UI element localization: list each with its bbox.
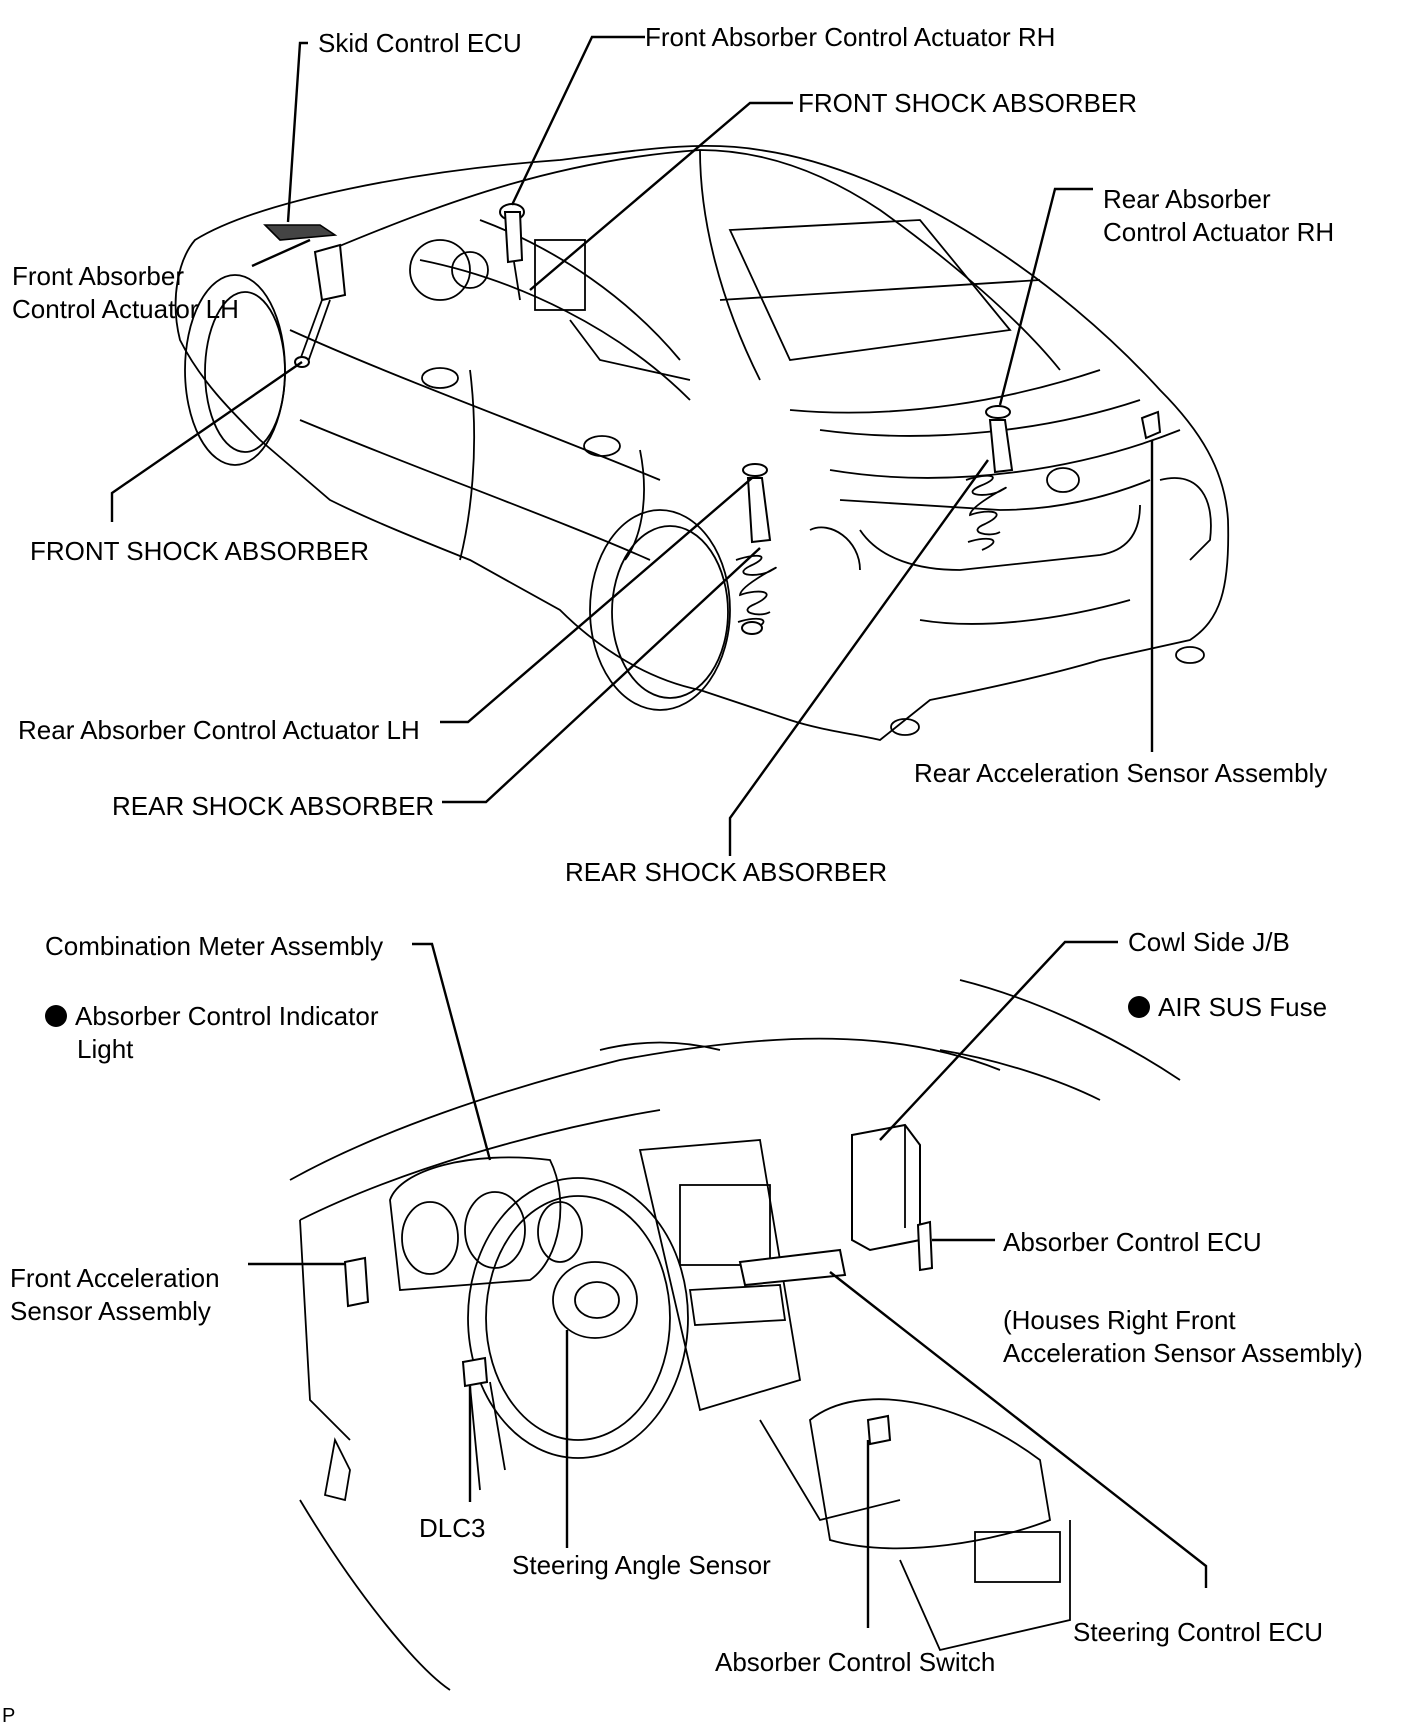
label-front-actuator-lh-line2: Control Actuator LH — [12, 294, 239, 324]
label-rear-actuator-rh-line1: Rear Absorber — [1103, 184, 1271, 214]
label-absorber-control-switch: Absorber Control Switch — [715, 1647, 996, 1677]
footer-code: P — [2, 1705, 16, 1727]
label-indicator-light-line2: Light — [77, 1034, 134, 1064]
label-combination-meter: Combination Meter Assembly — [45, 931, 384, 961]
label-skid-control-ecu: Skid Control ECU — [318, 28, 522, 58]
label-front-shock-absorber-top: FRONT SHOCK ABSORBER — [798, 88, 1138, 118]
label-houses-note-line2: Acceleration Sensor Assembly) — [1003, 1338, 1363, 1368]
label-steering-angle-sensor: Steering Angle Sensor — [512, 1550, 771, 1580]
label-front-actuator-rh: Front Absorber Control Actuator RH — [645, 22, 1056, 52]
dashboard-illustration — [289, 979, 1181, 1691]
bullet-icon — [45, 1005, 67, 1027]
label-indicator-light-line1: Absorber Control Indicator — [45, 1000, 378, 1033]
indicator-light-text: Absorber Control Indicator — [75, 1001, 379, 1031]
label-front-accel-sensor-line2: Sensor Assembly — [10, 1296, 211, 1326]
label-front-accel-sensor-line1: Front Acceleration — [10, 1263, 220, 1293]
label-dlc3: DLC3 — [419, 1513, 486, 1543]
air-sus-fuse-text: AIR SUS Fuse — [1158, 992, 1328, 1022]
dashboard-leader-lines — [248, 940, 1208, 1628]
label-front-actuator-lh-line1: Front Absorber — [12, 261, 184, 291]
vehicle-illustration — [174, 144, 1230, 741]
label-cowl-side-jb: Cowl Side J/B — [1128, 927, 1290, 957]
label-houses-note-line1: (Houses Right Front — [1003, 1305, 1236, 1335]
label-rear-shock-absorber-bottom: REAR SHOCK ABSORBER — [565, 857, 888, 887]
label-rear-accel-sensor: Rear Acceleration Sensor Assembly — [914, 758, 1328, 788]
bullet-icon — [1128, 996, 1150, 1018]
label-rear-actuator-rh-line2: Control Actuator RH — [1103, 217, 1335, 247]
label-absorber-control-ecu: Absorber Control ECU — [1003, 1227, 1262, 1257]
label-rear-actuator-lh: Rear Absorber Control Actuator LH — [18, 715, 420, 745]
label-front-shock-absorber-left: FRONT SHOCK ABSORBER — [30, 536, 370, 566]
label-rear-shock-absorber-left: REAR SHOCK ABSORBER — [112, 791, 435, 821]
label-steering-control-ecu: Steering Control ECU — [1073, 1617, 1323, 1647]
vehicle-leader-lines — [110, 35, 1154, 856]
label-air-sus-fuse: AIR SUS Fuse — [1128, 991, 1327, 1024]
